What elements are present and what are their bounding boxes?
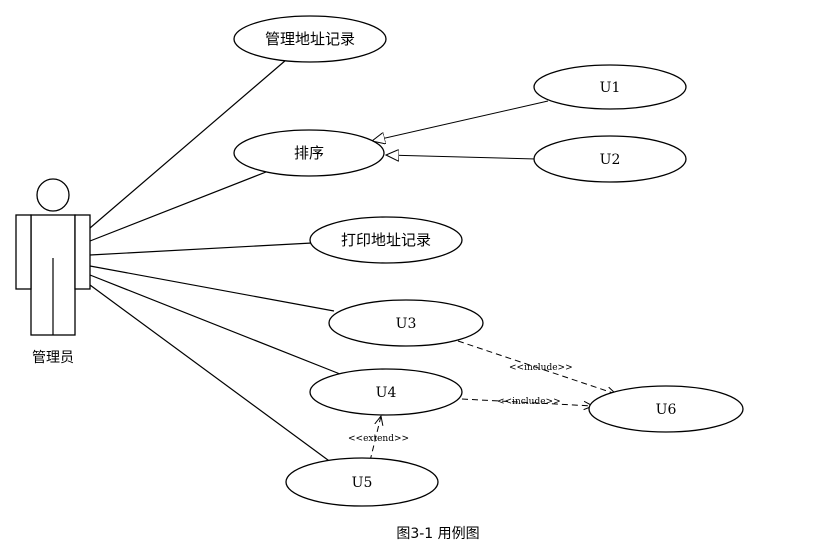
use-case-u2-label: U2: [600, 152, 621, 168]
use-case-manage-label: 管理地址记录: [265, 30, 355, 48]
actor-label: 管理员: [32, 350, 74, 366]
use-case-print[interactable]: 打印地址记录: [309, 216, 463, 264]
actor-left-arm: [15, 214, 32, 290]
associations: [89, 59, 341, 464]
extend-u5-u4-line: [369, 416, 381, 462]
use-case-u2[interactable]: U2: [533, 135, 687, 183]
use-case-manage[interactable]: 管理地址记录: [233, 15, 387, 63]
assoc-sort: [89, 171, 267, 242]
actor-administrator[interactable]: 管理员: [15, 178, 91, 366]
figure-caption: 图3-1 用例图: [396, 526, 479, 542]
assoc-print: [89, 242, 313, 256]
use-case-u6[interactable]: U6: [588, 385, 744, 433]
assoc-u4: [89, 274, 341, 375]
dependencies: <<include>> <<include>> <<extend>>: [348, 340, 616, 462]
use-case-u5-label: U5: [352, 475, 373, 491]
use-case-u3-label: U3: [396, 316, 417, 332]
include-u4-u6-line: [461, 398, 593, 406]
generalizations: [372, 100, 549, 159]
use-case-u1-label: U1: [600, 80, 621, 96]
use-case-u5[interactable]: U5: [285, 457, 439, 507]
use-case-u6-label: U6: [656, 402, 677, 418]
assoc-manage: [89, 59, 287, 229]
include-u3-u6-line: [457, 340, 616, 394]
use-case-u3[interactable]: U3: [328, 299, 484, 347]
use-case-sort-label: 排序: [294, 144, 324, 162]
use-case-print-label: 打印地址记录: [341, 231, 431, 249]
generalization-u1-sort: [372, 100, 549, 141]
include-u3-u6-label: <<include>>: [509, 363, 573, 373]
generalization-u2-sort: [386, 155, 537, 159]
use-case-u4[interactable]: U4: [309, 368, 463, 416]
actor-right-arm: [74, 214, 91, 290]
extend-u5-u4-label: <<extend>>: [348, 434, 409, 444]
actor-head: [36, 178, 70, 212]
use-case-u4-label: U4: [376, 385, 397, 401]
use-case-u1[interactable]: U1: [533, 64, 687, 110]
assoc-u3: [89, 265, 335, 312]
include-u4-u6-label: <<include>>: [497, 397, 561, 407]
use-case-sort[interactable]: 排序: [233, 129, 385, 177]
assoc-u5: [89, 284, 333, 464]
